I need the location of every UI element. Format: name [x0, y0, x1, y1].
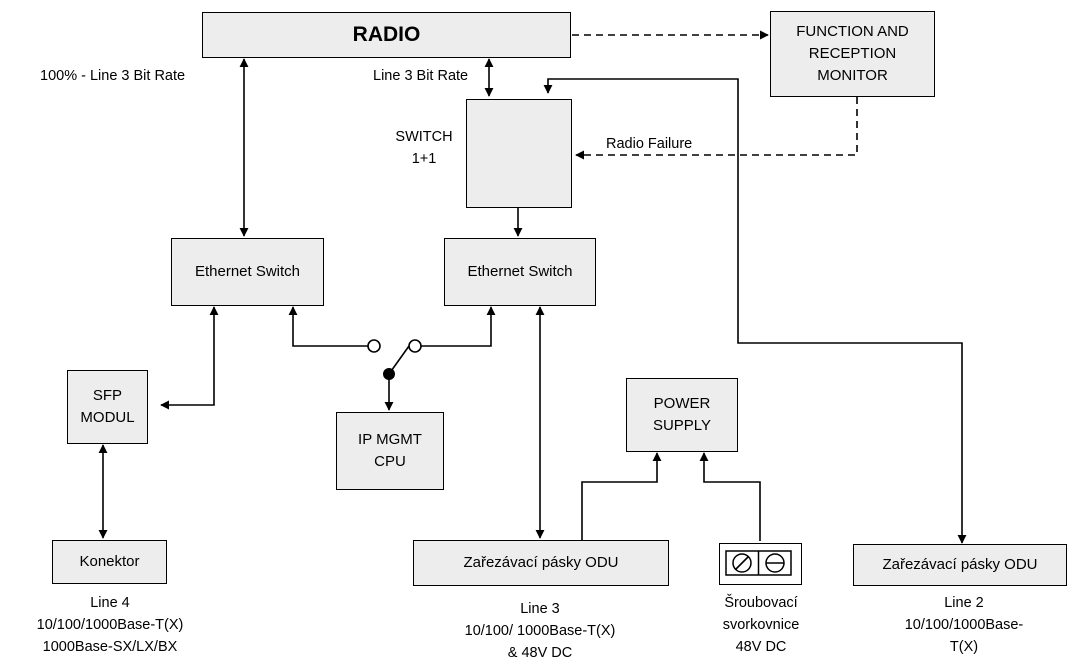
- mgmt-contact-right: [408, 339, 422, 353]
- terminal-label: Šroubovací svorkovnice 48V DC: [722, 595, 800, 655]
- ethernet-switch-mid: Ethernet Switch: [444, 238, 596, 306]
- sfp-module-label: SFP MODUL: [80, 387, 135, 426]
- radio-block: RADIO: [202, 12, 571, 58]
- rate-left-label: 100% - Line 3 Bit Rate: [40, 68, 186, 84]
- odu-mid-block: Zařezávací pásky ODU: [413, 540, 669, 586]
- ip-mgmt-cpu-block: IP MGMT CPU: [336, 412, 444, 490]
- odu-right-block: Zařezávací pásky ODU: [853, 544, 1067, 586]
- ethernet-switch-mid-label: Ethernet Switch: [467, 263, 573, 280]
- odu-right-label: Zařezávací pásky ODU: [882, 556, 1038, 573]
- line4-label: Line 4 10/100/1000Base-T(X) 1000Base-SX/…: [36, 595, 184, 655]
- sfp-module-block: SFP MODUL: [67, 370, 148, 444]
- radio-failure-label: Radio Failure: [606, 136, 693, 152]
- ethernet-switch-left: Ethernet Switch: [171, 238, 324, 306]
- link-eth-left-sfp: [160, 306, 219, 410]
- mgmt-contact-left: [367, 339, 381, 353]
- monitor-title: FUNCTION AND RECEPTION MONITOR: [796, 23, 909, 84]
- link-eth-mid-mgmt: [421, 306, 496, 347]
- line2-label: Line 2 10/100/1000Base-T(X): [904, 595, 1024, 655]
- ethernet-switch-left-label: Ethernet Switch: [194, 263, 301, 280]
- line3-label: Line 3 10/100/ 1000Base-T(X) & 48V DC: [464, 601, 616, 661]
- terminal-screws: [725, 550, 792, 576]
- switch-1plus1-block: [466, 99, 572, 208]
- link-odu-power: [581, 452, 662, 541]
- konektor-label: Konektor: [79, 553, 140, 570]
- monitor-block: FUNCTION AND RECEPTION MONITOR: [770, 11, 935, 97]
- rate-mid-label: Line 3 Bit Rate: [373, 68, 469, 84]
- konektor-block: Konektor: [52, 540, 167, 584]
- odu-mid-label: Zařezávací pásky ODU: [463, 554, 619, 571]
- link-eth-left-mgmt: [288, 306, 368, 347]
- radio-title: RADIO: [352, 23, 421, 46]
- mgmt-pivot: [383, 368, 395, 380]
- terminal-block: [719, 543, 802, 585]
- link-terminal-power: [699, 452, 761, 541]
- power-supply-block: POWER SUPPLY: [626, 378, 738, 452]
- power-supply-label: POWER SUPPLY: [652, 395, 712, 434]
- switch-1plus1-label: SWITCH 1+1: [395, 129, 453, 167]
- ip-mgmt-cpu-label: IP MGMT CPU: [358, 431, 422, 470]
- link-line2: [543, 78, 967, 544]
